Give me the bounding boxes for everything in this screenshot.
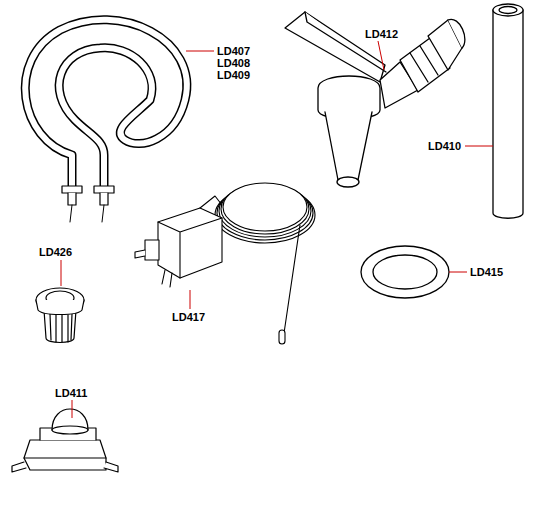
part-number: LD417	[172, 311, 205, 323]
tube	[493, 4, 523, 218]
water-tap	[285, 12, 465, 187]
part-number: LD415	[470, 266, 503, 278]
part-number: LD409	[217, 69, 250, 81]
part-number: LD410	[428, 140, 461, 152]
part-number: LD412	[365, 28, 398, 40]
part-number: LD407	[217, 45, 250, 57]
knob-cap	[36, 288, 84, 343]
thermostat	[135, 183, 315, 344]
gasket-ring	[361, 246, 449, 298]
heating-element	[25, 20, 187, 222]
part-number: LD411	[55, 387, 87, 399]
part-number: LD408	[217, 57, 250, 69]
leader-lines	[61, 41, 493, 418]
push-switch	[12, 409, 118, 472]
part-number: LD426	[39, 246, 72, 258]
